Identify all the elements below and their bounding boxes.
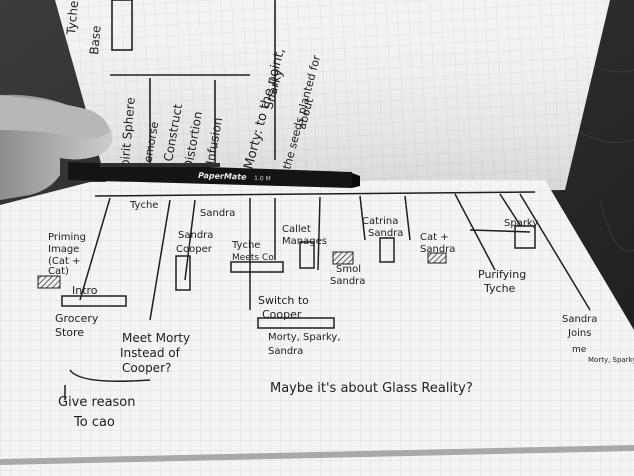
timeline-label: Instead of: [120, 346, 181, 360]
timeline-label: Cat): [48, 266, 69, 277]
top-page-shade: [55, 0, 610, 195]
timeline-label: Tyche: [231, 240, 260, 251]
timeline-label: Store: [55, 326, 84, 339]
pen: [68, 162, 360, 188]
timeline-label: Sparky: [504, 218, 538, 229]
timeline-label: Purifying: [478, 268, 526, 281]
timeline-label: Tyche: [483, 282, 516, 295]
timeline-label: Cooper: [262, 308, 302, 321]
timeline-label: Maybe it's about Glass Reality?: [270, 381, 473, 396]
timeline-text: Tyche Sandra Priming Image (Cat + Cat) I…: [48, 200, 634, 430]
page-edge: [0, 445, 634, 465]
timeline-label: Image: [48, 244, 79, 255]
timeline-label: Meet Morty: [122, 331, 190, 345]
timeline-label: me: [572, 345, 587, 355]
timeline-label: Callet: [282, 224, 311, 235]
timeline-label: Sandra: [178, 230, 213, 241]
timeline-label: Sandra: [330, 276, 365, 287]
top-label: Base: [87, 25, 103, 55]
timeline-label: Cooper: [176, 244, 213, 255]
timeline-label: Sandra: [368, 228, 403, 239]
top-label: Tyche's: [64, 0, 82, 36]
timeline-label: Manages: [282, 236, 327, 247]
timeline-label: Sandra: [562, 314, 597, 325]
timeline-label: Cat +: [420, 232, 449, 243]
pen-brand: PaperMate: [198, 171, 247, 182]
pen-size: 1.0 M: [254, 175, 271, 183]
timeline-label: To cao: [73, 415, 115, 430]
timeline-label: Morty, Sparky,: [268, 332, 341, 343]
timeline-label: Tyche: [129, 200, 158, 211]
hatch-block: [37, 275, 61, 289]
timeline-label: Joins: [567, 328, 591, 339]
timeline-label: Meets Co: [232, 253, 274, 263]
timeline-label: Sandra: [420, 244, 455, 255]
hatch-block: [332, 251, 354, 265]
timeline-label: Morty, Sparky,: [588, 356, 634, 364]
timeline-label: Grocery: [55, 312, 99, 325]
timeline-label: Smol: [336, 264, 361, 275]
hatch-block: [427, 252, 447, 264]
timeline-label: Catrina: [362, 216, 398, 227]
timeline-label: Switch to: [258, 294, 309, 307]
timeline-label: Intro: [72, 284, 98, 297]
timeline-label: Priming: [48, 232, 86, 243]
timeline-label: Cooper?: [122, 361, 171, 375]
timeline-label: Sandra: [268, 346, 303, 357]
top-page-sketch: [110, 0, 276, 170]
timeline-label: (Cat +: [48, 256, 81, 267]
timeline-label: Give reason: [58, 395, 136, 410]
thumb: [0, 95, 110, 139]
top-label: Spirit Sphere: [117, 97, 138, 176]
timeline-sketch: [61, 191, 591, 400]
timeline-label: Sandra: [200, 208, 235, 219]
